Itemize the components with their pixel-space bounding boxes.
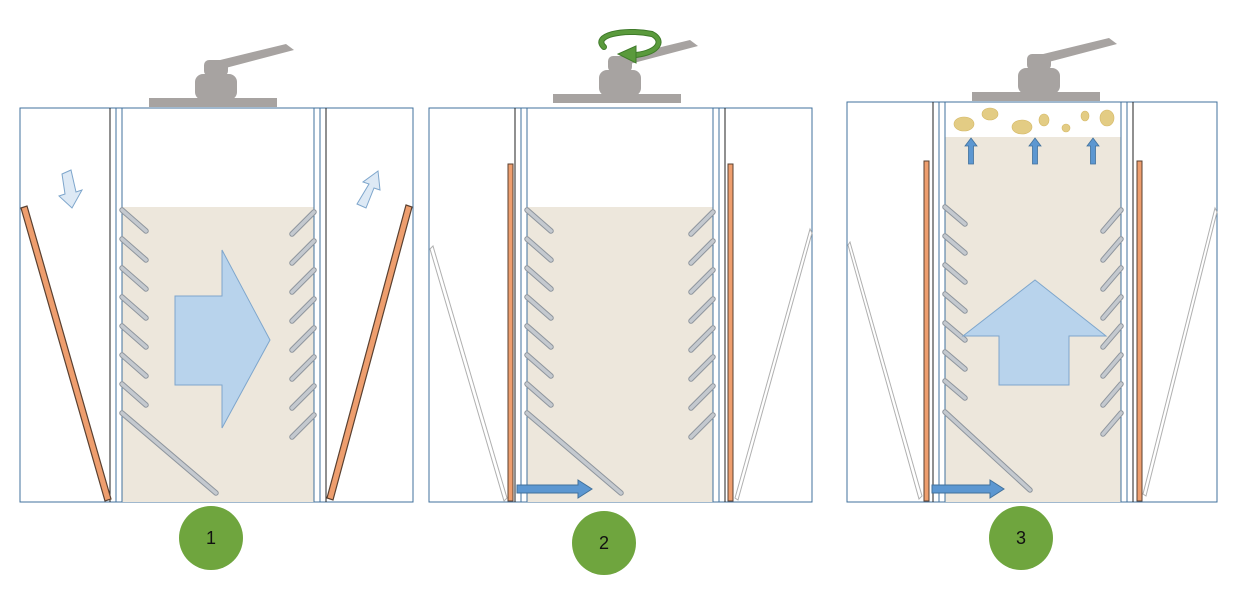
air-in-arrow-icon <box>58 169 84 209</box>
left-panel-open <box>20 205 112 502</box>
step-label: 2 <box>599 533 609 553</box>
left-baffles-face <box>525 208 623 495</box>
left-panel-closed <box>923 160 930 502</box>
flow-up-arrow-icon <box>961 279 1108 386</box>
rotate-arrow-icon <box>598 28 662 64</box>
granular-fill <box>527 207 713 502</box>
hopper-icon <box>553 40 698 103</box>
step-badge <box>572 511 636 575</box>
step-badge <box>989 506 1053 570</box>
inner-walls <box>514 108 726 502</box>
panel-ghost-outlines <box>429 227 813 502</box>
right-baffles-face <box>1101 208 1123 436</box>
step-label: 3 <box>1016 528 1026 548</box>
right-panel-open <box>326 204 413 501</box>
flow-right-arrow-icon <box>174 249 271 429</box>
step-label: 1 <box>206 528 216 548</box>
hopper-icon <box>149 44 294 107</box>
right-panel-closed <box>1136 160 1143 502</box>
left-baffles-face <box>120 208 218 495</box>
left-baffles-face <box>943 205 1032 492</box>
right-baffles-face <box>290 210 316 439</box>
step-3-diagram: 3 <box>846 38 1218 570</box>
right-panel-closed <box>727 163 734 502</box>
panel-ghost-outlines <box>847 206 1218 500</box>
discharge-arrow-icon <box>516 479 593 499</box>
dust-particles <box>953 107 1115 135</box>
hopper-icon <box>972 38 1117 101</box>
air-out-arrow-icon <box>356 170 381 209</box>
inner-walls <box>932 102 1134 502</box>
left-panel-closed <box>507 163 514 502</box>
right-baffles-face <box>689 210 715 439</box>
inner-walls <box>109 108 327 502</box>
step-1-diagram: 1 <box>19 44 414 570</box>
discharge-arrow-icon <box>931 479 1005 499</box>
step-2-diagram: 2 <box>428 28 813 575</box>
step-badge <box>179 506 243 570</box>
